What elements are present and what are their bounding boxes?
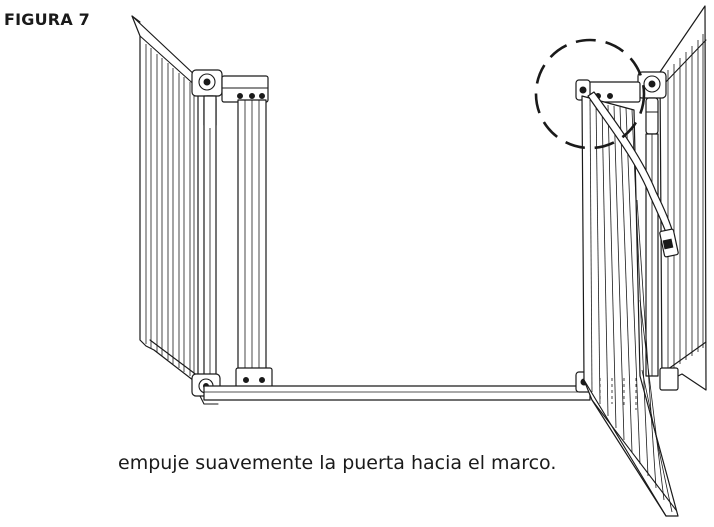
instruction-caption: empuje suavemente la puerta hacia el mar… [118,452,557,474]
highlight-circle [534,38,646,150]
left-vertical-post [203,95,267,377]
left-side-panel [131,15,199,385]
gate-door [581,95,679,517]
figure-label: FIGURA 7 [4,10,91,29]
right-side-panel [659,5,707,391]
gate-handle-arm [587,91,679,258]
